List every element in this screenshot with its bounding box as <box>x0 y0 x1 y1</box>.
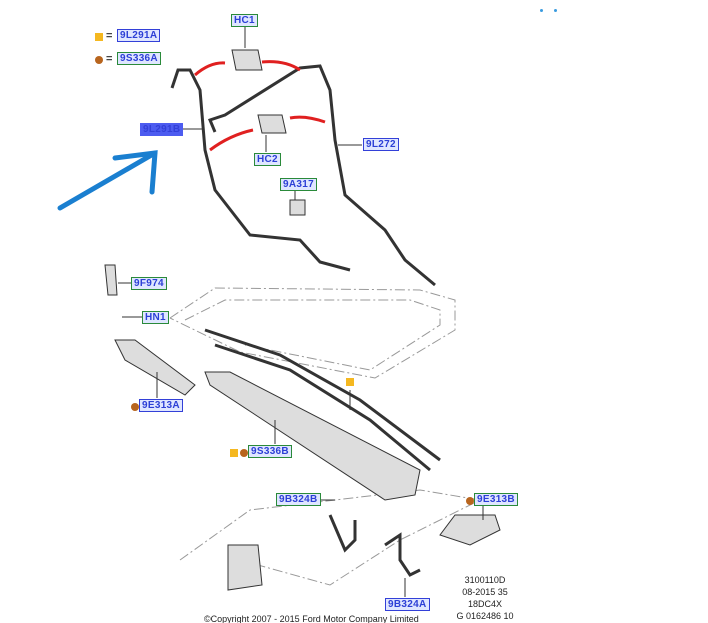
part-label-9s336b[interactable]: 9S336B <box>248 445 292 458</box>
pipes <box>170 64 441 577</box>
square-marker-icon <box>346 378 354 386</box>
part-label-9l291b[interactable]: 9L291B <box>140 123 184 136</box>
info-line: G 0162486 10 <box>456 611 514 621</box>
pointer-arrow-icon <box>57 150 158 211</box>
part-label-9e313a[interactable]: 9E313A <box>139 399 183 412</box>
leader-lines <box>118 27 484 597</box>
legend-equals: = <box>106 53 113 65</box>
dashed-outlines <box>169 287 482 586</box>
legend-equals: = <box>106 30 113 42</box>
part-label-9a317[interactable]: 9A317 <box>280 178 317 191</box>
circle-marker-icon <box>131 403 139 411</box>
circle-marker-icon <box>240 449 248 457</box>
info-line: 08-2015 35 <box>462 587 508 597</box>
dot-icon <box>540 9 543 12</box>
diagram-info: 3100110D 08-2015 35 18DC4X G 0162486 10 <box>455 574 515 622</box>
circle-marker-icon <box>466 497 474 505</box>
part-label-hc1[interactable]: HC1 <box>231 14 258 27</box>
info-line: 3100110D <box>464 575 506 585</box>
part-label-hc2[interactable]: HC2 <box>254 153 281 166</box>
legend-part-9L291A[interactable]: 9L291A <box>117 29 161 42</box>
square-marker-icon <box>230 449 238 457</box>
legend-circle-icon <box>95 56 103 64</box>
legend-square-icon <box>95 33 103 41</box>
legend-part-9S336A[interactable]: 9S336A <box>117 52 161 65</box>
red-arrows <box>194 60 326 152</box>
info-line: 18DC4X <box>467 599 503 609</box>
parts <box>104 49 501 591</box>
copyright-text: ©Copyright 2007 - 2015 Ford Motor Compan… <box>204 614 419 623</box>
part-label-hn1[interactable]: HN1 <box>142 311 169 324</box>
part-label-9f974[interactable]: 9F974 <box>131 277 167 290</box>
dot-icon <box>554 9 557 12</box>
part-label-9e313b[interactable]: 9E313B <box>474 493 518 506</box>
part-label-9l272[interactable]: 9L272 <box>363 138 399 151</box>
part-label-9b324b[interactable]: 9B324B <box>276 493 321 506</box>
part-label-9b324a[interactable]: 9B324A <box>385 598 430 611</box>
